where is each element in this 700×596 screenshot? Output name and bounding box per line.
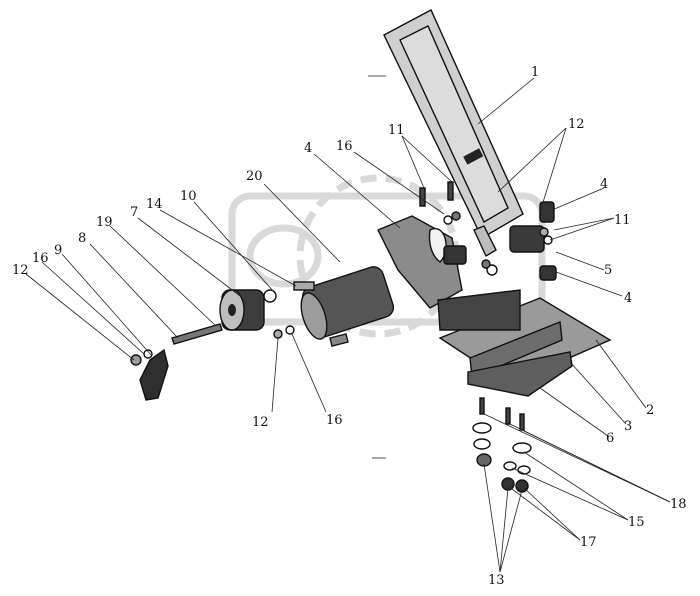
callout-11: 11 — [388, 123, 405, 138]
callout-14: 14 — [146, 197, 163, 212]
callout-7: 7 — [130, 205, 138, 220]
callout-6: 6 — [606, 431, 614, 446]
callout-5: 5 — [604, 263, 612, 278]
small-hardware-parts — [130, 181, 557, 493]
callout-20: 20 — [246, 169, 263, 184]
callout-19: 19 — [96, 215, 113, 230]
callout-labels: 1 12 11 16 4 20 4 11 10 14 7 19 8 9 16 1… — [12, 65, 687, 588]
callout-12: 12 — [252, 415, 269, 430]
callout-9: 9 — [54, 243, 62, 258]
accelerator-pedal-part — [383, 9, 524, 258]
callout-2: 2 — [646, 403, 654, 418]
callout-4: 4 — [304, 141, 312, 156]
leader-lines — [25, 77, 671, 573]
callout-17: 17 — [580, 535, 597, 550]
callout-18: 18 — [670, 497, 687, 512]
callout-15: 15 — [628, 515, 645, 530]
damper-part — [219, 289, 265, 331]
callout-10: 10 — [180, 189, 197, 204]
pedal-cylinder-part — [300, 266, 395, 347]
callout-1: 1 — [531, 65, 539, 80]
callout-8: 8 — [78, 231, 86, 246]
callout-13: 13 — [488, 573, 505, 588]
callout-16: 16 — [326, 413, 343, 428]
callout-11: 11 — [614, 213, 631, 228]
callout-16: 16 — [32, 251, 49, 266]
callout-4: 4 — [624, 291, 632, 306]
pedal-bracket-part — [377, 215, 521, 331]
callout-12: 12 — [12, 263, 29, 278]
callout-4: 4 — [600, 177, 608, 192]
callout-3: 3 — [624, 419, 632, 434]
callout-12: 12 — [568, 117, 585, 132]
callout-16: 16 — [336, 139, 353, 154]
